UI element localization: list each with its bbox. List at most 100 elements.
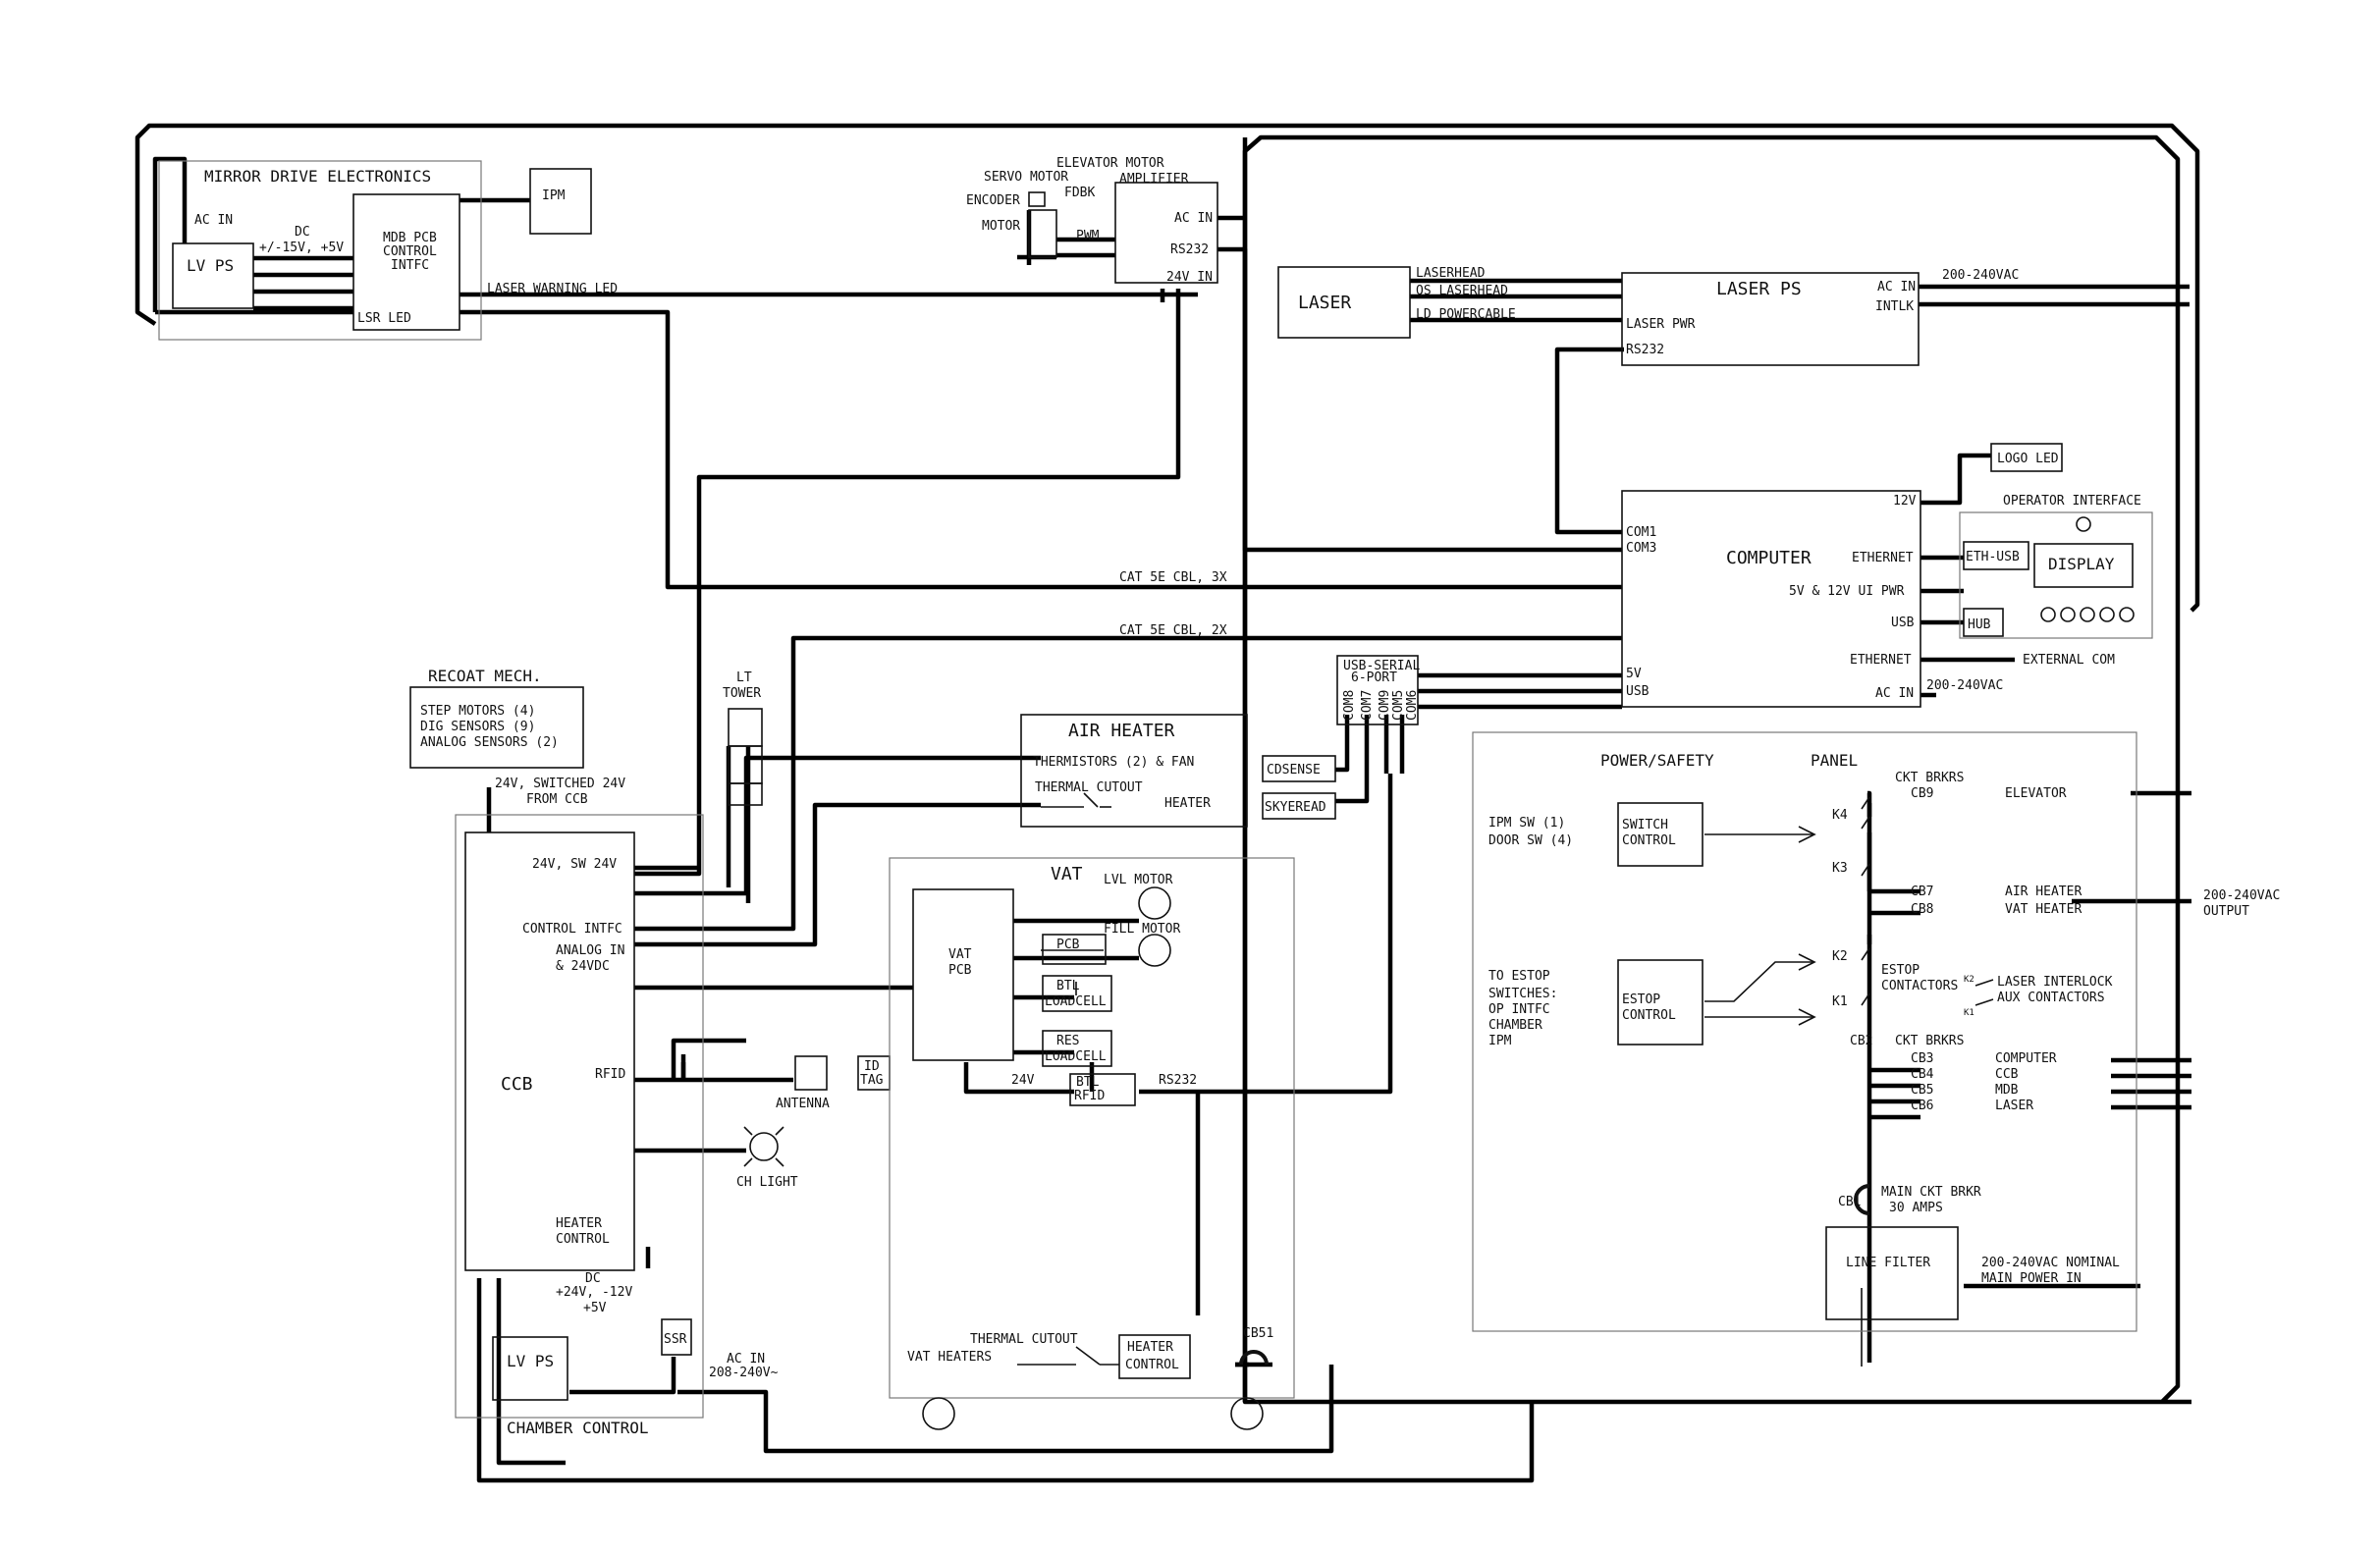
switch-control-l1: SWITCH	[1622, 818, 1668, 832]
qs-laserhead-label: QS LASERHEAD	[1416, 284, 1508, 298]
ccb-title: CCB	[501, 1074, 533, 1095]
ipm-box	[529, 168, 592, 235]
cb7-label: CB7	[1911, 885, 1933, 899]
laser-warning-led: LASER WARNING LED	[487, 282, 618, 296]
antenna-label: ANTENNA	[776, 1097, 830, 1111]
cb8-label: CB8	[1911, 902, 1933, 917]
mde-lv-ps-box	[172, 242, 254, 309]
btl-rfid-l2: RFID	[1074, 1089, 1105, 1103]
computer-ethernet2: ETHERNET	[1850, 653, 1912, 668]
cb5-mdb-label: MDB	[1995, 1083, 2019, 1098]
power-title-1: POWER/SAFETY	[1600, 751, 1714, 770]
ccb-analog-in: ANALOG IN	[556, 943, 624, 958]
ccb-control-intfc: CONTROL INTFC	[522, 922, 622, 937]
com8-label: COM8	[1342, 690, 1357, 721]
fdbk-label: FDBK	[1064, 186, 1095, 200]
ipm-sw-target-label: IPM	[1488, 1034, 1512, 1048]
op-button-icon	[2080, 607, 2095, 622]
vat-pcb-small-box	[1042, 934, 1107, 965]
id-tag-l1: ID	[864, 1059, 880, 1074]
ssr-label: SSR	[664, 1332, 687, 1347]
output-vac-label: 200-240VAC	[2203, 888, 2280, 903]
ccb-dc-v2: +5V	[583, 1301, 607, 1315]
cb51-label: CB51	[1243, 1326, 1273, 1341]
skyeread-label: SKYEREAD	[1265, 800, 1326, 815]
btl-loadcell-l2: LOADCELL	[1045, 994, 1107, 1009]
estop-control-l1: ESTOP	[1622, 992, 1660, 1007]
air-heater-cutout: THERMAL CUTOUT	[1035, 780, 1143, 795]
pwm-label: PWM	[1076, 229, 1100, 243]
op-button-icon	[2060, 607, 2076, 622]
res-loadcell-l2: LOADCELL	[1045, 1049, 1107, 1064]
usb-serial-l2: 6-PORT	[1351, 670, 1397, 685]
op-led-icon	[2076, 516, 2091, 532]
ch-light-label: CH LIGHT	[736, 1175, 798, 1190]
k3-label: K3	[1832, 861, 1848, 876]
k2-label: K2	[1832, 949, 1848, 964]
recoat-sw2: FROM CCB	[526, 792, 588, 807]
signal-lines	[1017, 792, 1994, 1367]
amp-title-1: ELEVATOR MOTOR	[1056, 156, 1164, 171]
lvl-motor-label: LVL MOTOR	[1104, 873, 1173, 887]
cb1-breaker-icon	[1854, 1184, 1870, 1215]
ccb-24vdc: & 24VDC	[556, 959, 610, 974]
laser-ps-vac: 200-240VAC	[1942, 268, 2019, 283]
hub-label: HUB	[1968, 617, 1991, 632]
recoat-sw1: 24V, SWITCHED 24V	[495, 777, 625, 791]
recoat-title: RECOAT MECH.	[428, 667, 542, 685]
main-30-amps-label: 30 AMPS	[1889, 1201, 1943, 1215]
vat-heaters-label: VAT HEATERS	[907, 1350, 992, 1365]
vat-pcb-l2: PCB	[948, 963, 972, 978]
logo-led-label: LOGO LED	[1997, 452, 2059, 466]
cb5-label: CB5	[1911, 1083, 1933, 1098]
cb1-label: CB1	[1838, 1195, 1861, 1209]
display-label: DISPLAY	[2048, 555, 2115, 573]
usb-serial-l1: USB-SERIAL	[1343, 659, 1420, 673]
mde-enclosure	[158, 160, 482, 341]
ch-light-icon	[749, 1132, 779, 1161]
laser-interlock-label: LASER INTERLOCK	[1997, 975, 2113, 990]
switch-control-l2: CONTROL	[1622, 833, 1676, 848]
door-sw-label: DOOR SW (4)	[1488, 833, 1573, 848]
switch-control-box	[1617, 802, 1704, 867]
display-box	[2033, 543, 2134, 588]
ckt-brkrs2-label: CKT BRKRS	[1895, 1034, 1964, 1048]
cat5e-2x-label: CAT 5E CBL, 2X	[1119, 623, 1227, 638]
amp-rs232: RS232	[1170, 242, 1209, 257]
main-power-in-label: MAIN POWER IN	[1981, 1271, 2082, 1286]
res-loadcell-box	[1042, 1030, 1112, 1067]
ccb-24v: 24V, SW 24V	[532, 857, 617, 872]
lt-tower-l1: LT	[736, 670, 752, 685]
lt-tower-seg	[728, 782, 763, 806]
laser-ps-ac-in: AC IN	[1877, 280, 1916, 295]
motor-label: MOTOR	[982, 219, 1020, 234]
encoder-box	[1028, 191, 1046, 207]
fill-motor-label: FILL MOTOR	[1104, 922, 1180, 937]
antenna-box	[794, 1055, 828, 1091]
k1-small-label: K1	[1964, 1008, 1974, 1018]
skyeread-box	[1262, 792, 1336, 820]
mde-title: MIRROR DRIVE ELECTRONICS	[204, 167, 431, 186]
air-heater-therm: THERMISTORS (2) & FAN	[1033, 755, 1194, 770]
cb6-laser-label: LASER	[1995, 1099, 2033, 1113]
chamber-label: CHAMBER	[1488, 1018, 1542, 1033]
mdb-l1: MDB PCB	[383, 231, 437, 245]
external-com-label: EXTERNAL COM	[2023, 653, 2115, 668]
wheel-icon	[922, 1397, 955, 1430]
mde-dc: DC	[295, 225, 310, 240]
recoat-l1: STEP MOTORS (4)	[420, 704, 535, 719]
com7-label: COM7	[1360, 690, 1375, 721]
vat-thermal-cutout: THERMAL CUTOUT	[970, 1332, 1078, 1347]
estop-contactors-l2: CONTACTORS	[1881, 979, 1958, 993]
line-filter-box	[1825, 1226, 1959, 1320]
vat-hc-l2: CONTROL	[1125, 1358, 1179, 1372]
lt-tower-seg	[728, 708, 763, 747]
elevator-amplifier-box	[1114, 182, 1218, 284]
computer-ethernet: ETHERNET	[1852, 551, 1914, 565]
estop-control-l2: CONTROL	[1622, 1008, 1676, 1023]
aux-contactors-label: AUX CONTACTORS	[1997, 991, 2105, 1005]
encoder-label: ENCODER	[966, 193, 1020, 208]
computer-12v: 12V	[1893, 494, 1917, 509]
switches-label: SWITCHES:	[1488, 987, 1557, 1001]
